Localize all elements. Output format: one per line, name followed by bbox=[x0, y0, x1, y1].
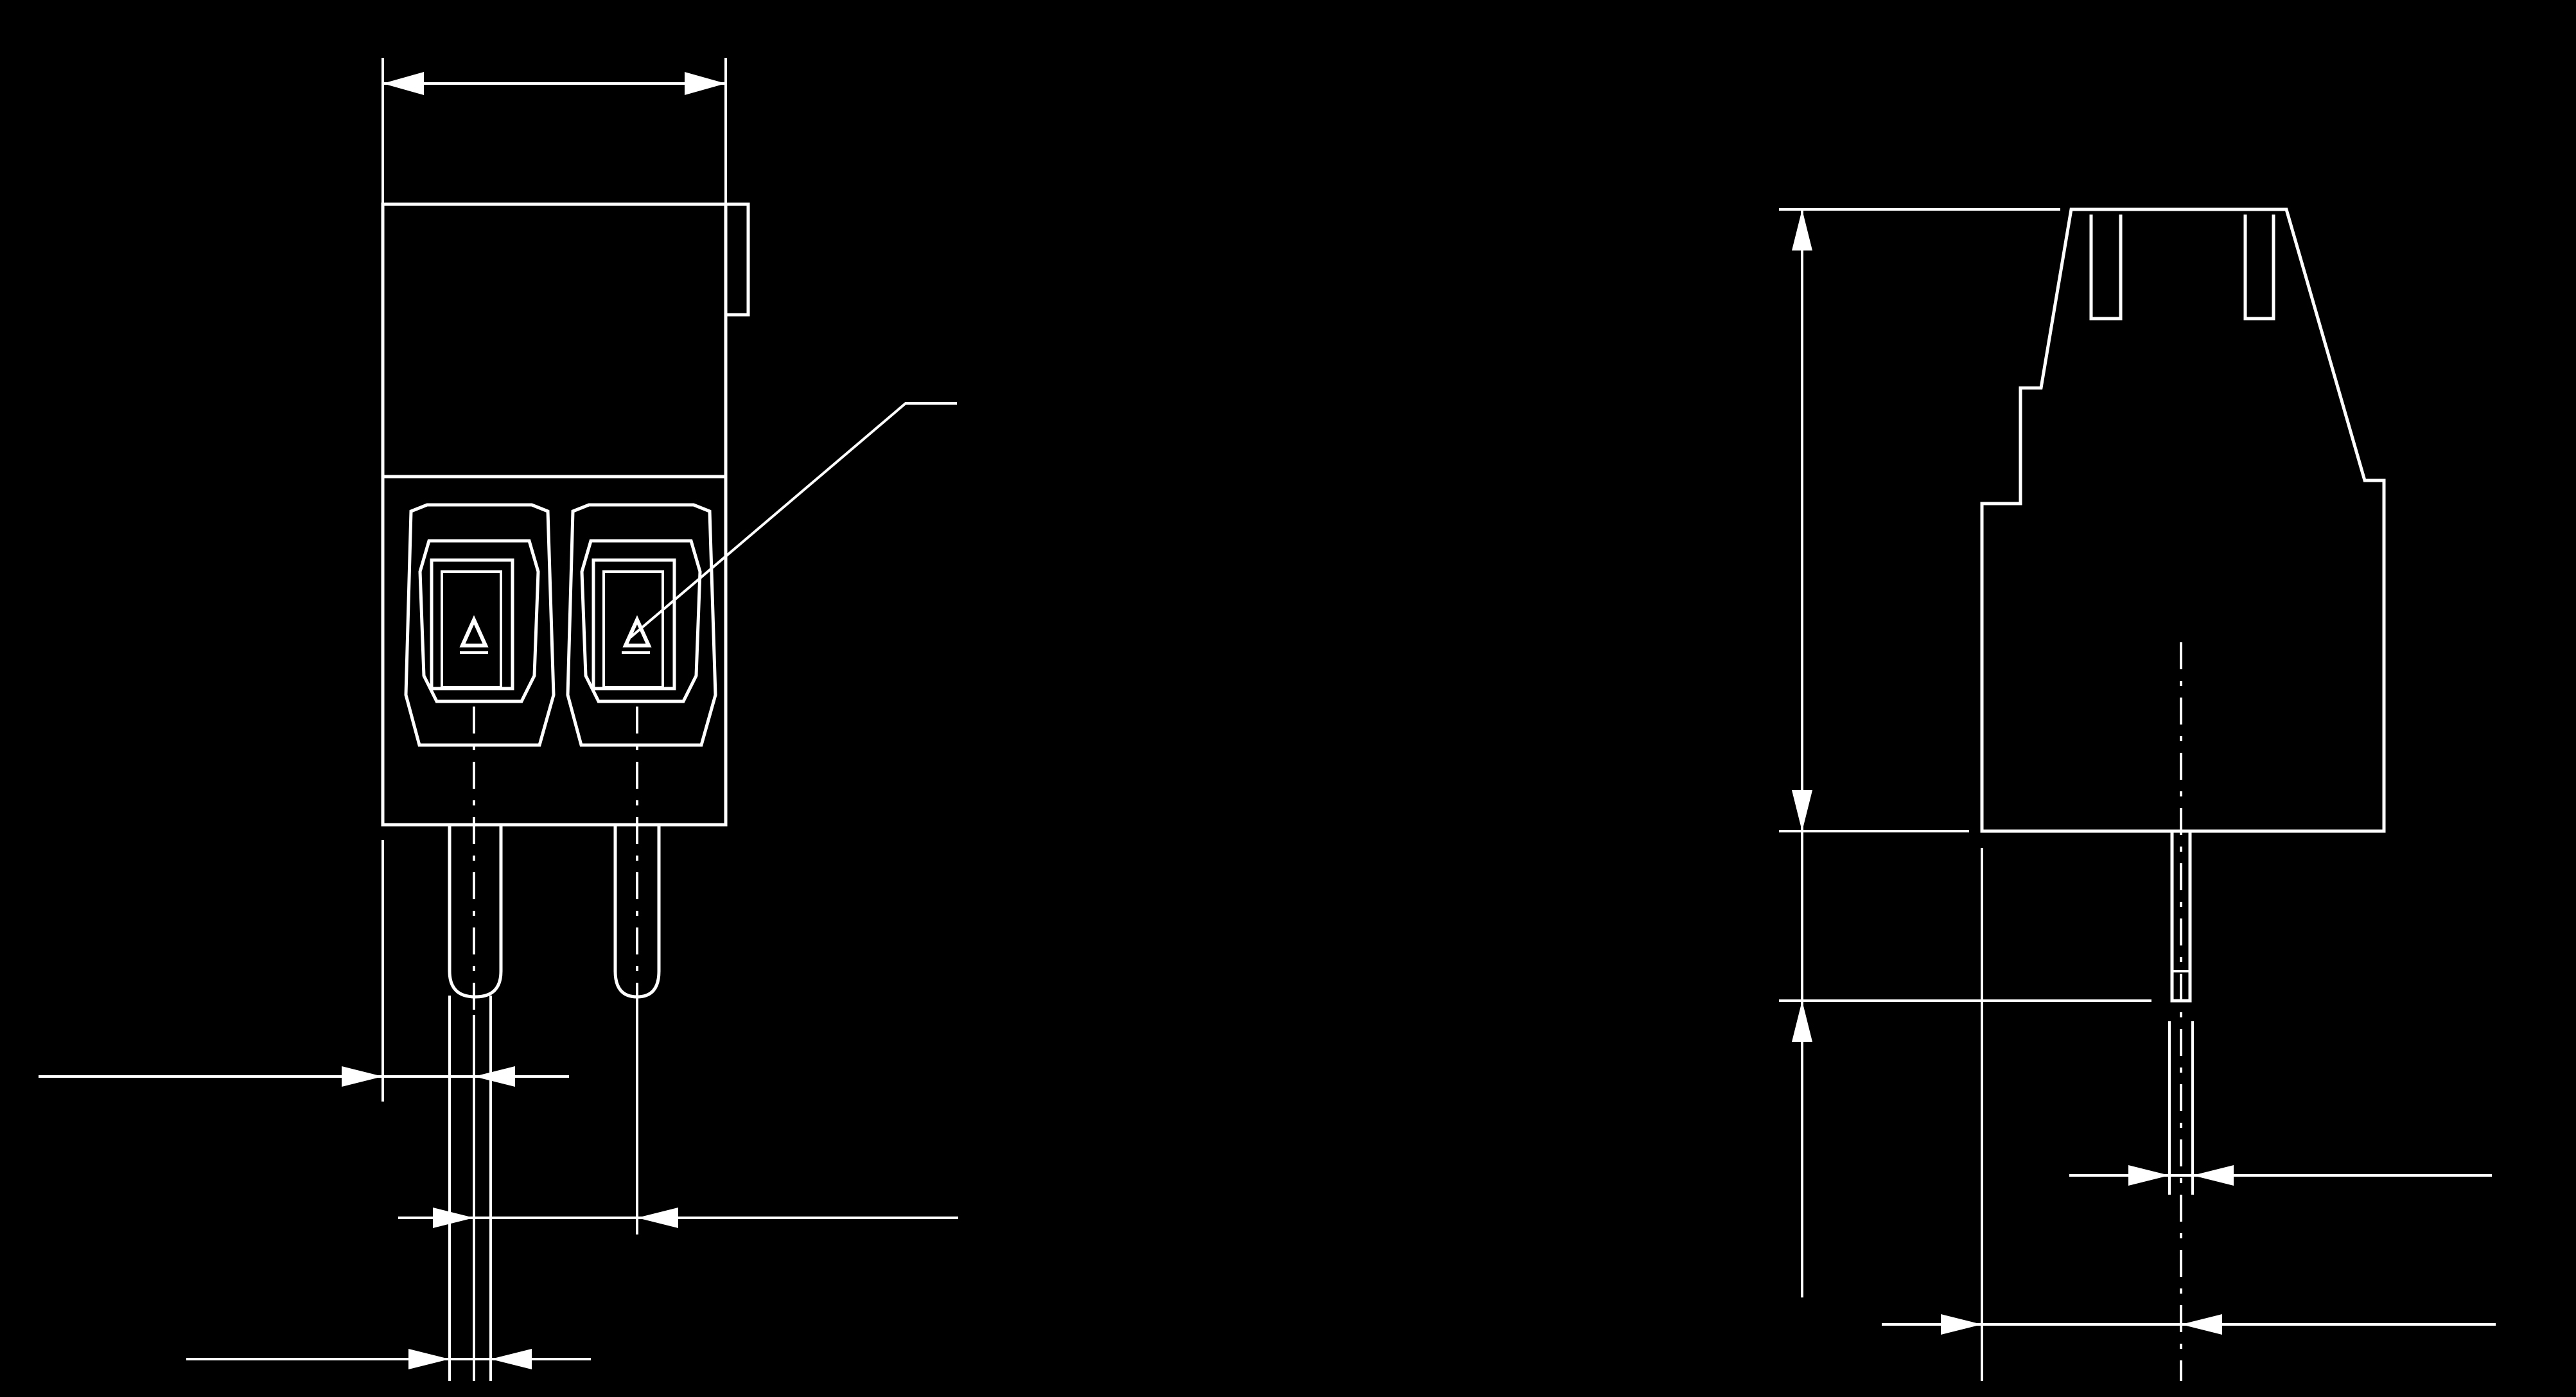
side-top-slot-right bbox=[2243, 215, 2275, 321]
housing-side-tab bbox=[726, 202, 750, 317]
clamp-slot bbox=[441, 570, 502, 689]
arrowhead bbox=[474, 1066, 515, 1087]
arrowhead bbox=[342, 1066, 383, 1087]
triangle-icon bbox=[622, 615, 652, 647]
front-view-arrowheads bbox=[342, 72, 726, 1369]
arrowhead bbox=[685, 72, 726, 95]
arrowhead bbox=[1792, 209, 1812, 250]
arrowhead bbox=[2128, 1165, 2169, 1186]
side-top-slot-left bbox=[2089, 215, 2123, 321]
arrowhead bbox=[433, 1208, 474, 1228]
triangle-icon bbox=[459, 615, 489, 647]
arrowhead bbox=[408, 1349, 450, 1369]
clamp-inner-bezel bbox=[418, 539, 540, 703]
side-view bbox=[1779, 207, 2496, 1381]
arrowhead bbox=[491, 1349, 532, 1369]
clamp-outer-bezel bbox=[566, 503, 717, 747]
housing-outline bbox=[381, 202, 728, 827]
clamp-outer-bezel bbox=[404, 503, 556, 747]
clamp-inner-bezel bbox=[580, 539, 702, 703]
front-housing bbox=[381, 202, 750, 827]
arrowhead bbox=[1941, 1314, 1982, 1335]
left-clamp-window bbox=[404, 503, 556, 747]
arrowhead bbox=[637, 1208, 678, 1228]
arrowhead bbox=[1792, 1001, 1812, 1042]
leader-line bbox=[629, 402, 957, 638]
front-view bbox=[39, 58, 958, 1381]
arrowhead bbox=[2193, 1165, 2234, 1186]
right-clamp-window bbox=[566, 503, 717, 747]
side-body-outline bbox=[1980, 207, 2386, 833]
arrowhead bbox=[1792, 790, 1812, 831]
side-view-arrowheads bbox=[1792, 209, 2234, 1335]
arrowhead bbox=[383, 72, 424, 95]
clamp-slot bbox=[602, 570, 664, 689]
arrowhead bbox=[2181, 1314, 2222, 1335]
